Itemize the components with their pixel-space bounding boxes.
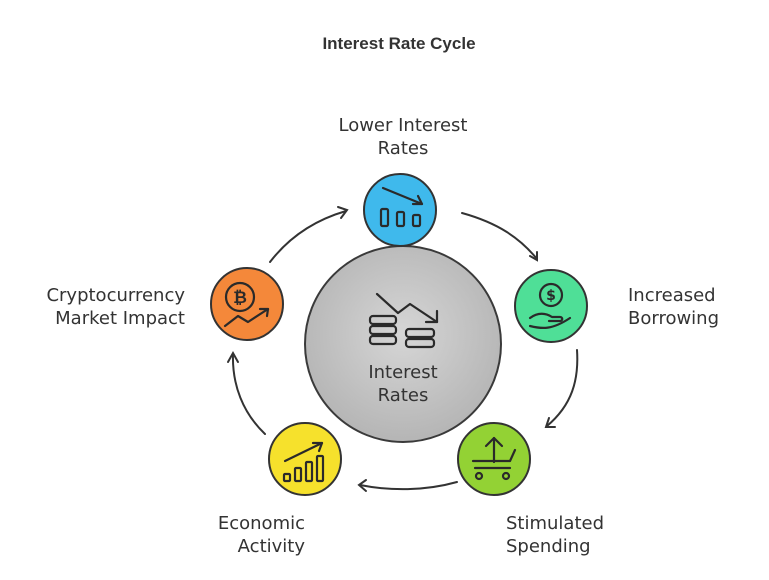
arrow-5-to-1 (269, 206, 349, 263)
step-stimulated-spending: Stimulated Spending (457, 422, 604, 557)
rising-bar-chart-icon (282, 441, 325, 483)
hand-holding-dollar-icon: $ (528, 282, 572, 330)
step-label-line1: Economic (218, 513, 305, 534)
step-label-line1: Increased (628, 285, 716, 306)
falling-coins-icon (368, 292, 439, 349)
arrow-1-to-2 (461, 212, 538, 262)
center-label-line2: Rates (378, 385, 429, 406)
step-label-line1: Stimulated (506, 513, 604, 534)
step-increased-borrowing: $ Increased Borrowing (514, 269, 719, 343)
step-economic-activity: Economic Activity (218, 422, 342, 557)
diagram-title: Interest Rate Cycle (322, 34, 475, 53)
bitcoin-growth-icon: ₿ (223, 281, 270, 328)
step-label-line2: Market Impact (55, 308, 185, 329)
cycle-arrows (227, 206, 579, 492)
step-label-line2: Spending (506, 536, 591, 557)
step-label-line2: Borrowing (628, 308, 719, 329)
svg-text:₿: ₿ (233, 288, 247, 308)
shopping-cart-up-arrow-icon (471, 436, 517, 481)
declining-bar-chart-icon (379, 186, 424, 228)
step-cryptocurrency-market-impact: ₿ Cryptocurrency Market Impact (46, 267, 284, 341)
center-node: Interest Rates (304, 245, 502, 443)
step-label-line1: Cryptocurrency (46, 285, 185, 306)
step-label-line1: Lower Interest (338, 115, 467, 136)
arrow-3-to-4 (357, 479, 458, 492)
arrow-4-to-5 (227, 350, 266, 435)
arrow-2-to-3 (544, 349, 579, 428)
step-label-line2: Rates (378, 138, 429, 159)
svg-text:$: $ (546, 288, 556, 304)
step-label-line2: Activity (238, 536, 306, 557)
step-lower-interest-rates: Lower Interest Rates (338, 115, 468, 247)
center-label-line1: Interest (368, 362, 437, 383)
